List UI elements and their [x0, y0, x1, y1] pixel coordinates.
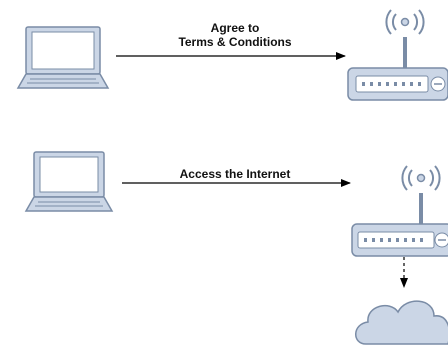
step-2-label: Access the Internet — [160, 167, 310, 181]
step-2-label-line-1: Access the Internet — [179, 167, 291, 181]
cloud-icon — [355, 300, 448, 345]
step-1-label-line-2: Terms & Conditions — [178, 35, 292, 49]
step-1-label: Agree to Terms & Conditions — [165, 21, 305, 49]
laptop-icon — [16, 26, 110, 89]
wifi-router-icon — [351, 165, 448, 257]
laptop-icon — [24, 151, 114, 212]
step-1-label-line-1: Agree to — [210, 21, 260, 35]
wifi-router-icon — [347, 9, 448, 101]
